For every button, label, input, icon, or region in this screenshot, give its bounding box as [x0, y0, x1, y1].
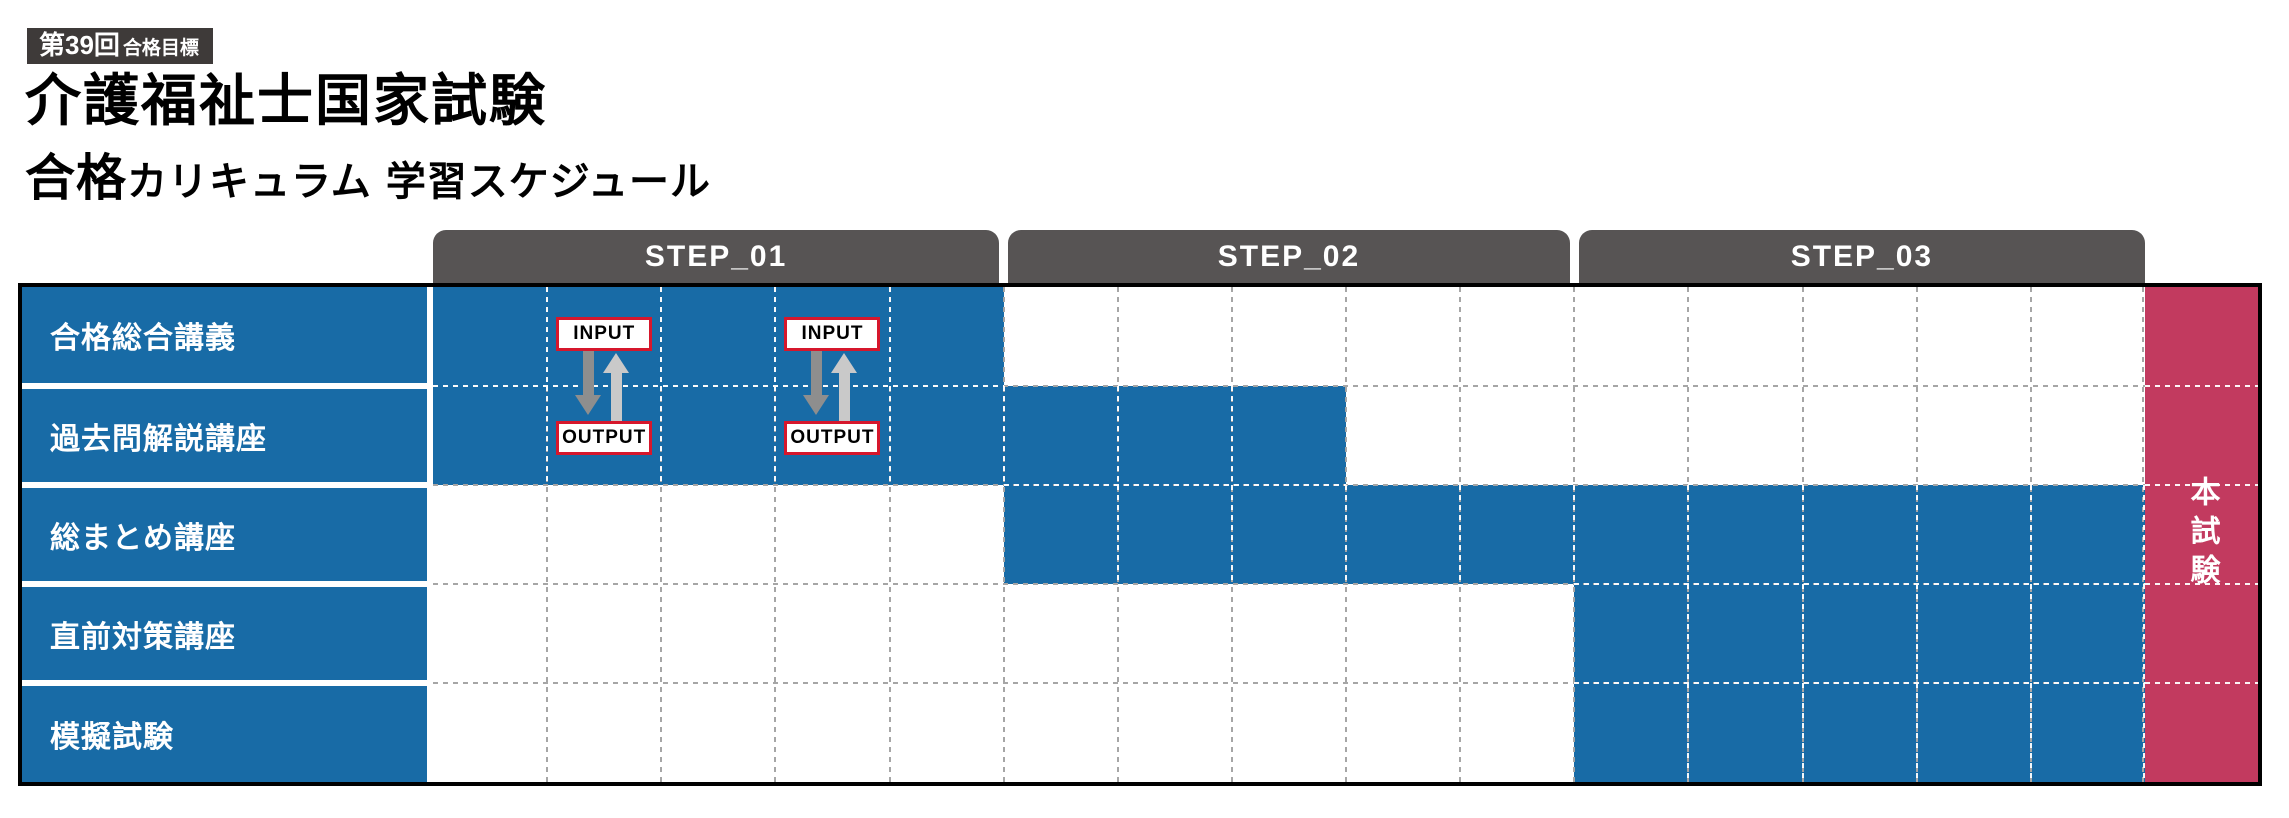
- bar-vline-white: [1687, 485, 1690, 584]
- grid-hline: [433, 385, 2145, 387]
- bar-vline-white: [2143, 485, 2145, 584]
- gantt-bar: [1574, 683, 2145, 782]
- page-subtitle: 合格 カリキュラム 学習スケジュール: [25, 138, 711, 210]
- grid-hline: [433, 682, 2145, 684]
- input-label: INPUT: [573, 323, 636, 344]
- schedule-table: 合格総合講義 過去問解説講座 総まとめ講座 直前対策講座 模擬試験 INPUT O…: [18, 283, 2262, 786]
- grid-vline: [888, 287, 891, 782]
- step-tab-3-label: STEP_03: [1790, 239, 1934, 273]
- output-box: OUTPUT: [784, 421, 881, 455]
- exam-hline-white: [2145, 385, 2258, 387]
- bar-vline-white: [1801, 584, 1804, 683]
- bar-vline-white: [660, 386, 663, 485]
- step-tab-1: STEP_01: [433, 230, 1000, 283]
- output-box: OUTPUT: [556, 421, 653, 455]
- input-label: INPUT: [801, 323, 864, 344]
- down-arrow-shaft: [810, 351, 822, 397]
- grid-vline: [660, 287, 663, 782]
- bar-vline-white: [1002, 386, 1005, 485]
- course-label-cell: 過去問解説講座: [22, 389, 427, 482]
- exam-hline-white: [2145, 682, 2258, 684]
- course-label: 総まとめ講座: [50, 521, 236, 555]
- up-arrow-shaft: [838, 371, 850, 421]
- bar-vline-white: [2029, 683, 2032, 782]
- down-arrow-head: [803, 395, 830, 415]
- grid-hline: [433, 583, 2145, 585]
- bar-vline-white: [1116, 386, 1119, 485]
- up-arrow-head: [603, 353, 630, 373]
- bar-vline-white: [774, 287, 777, 386]
- badge-round-label: 第39回: [39, 30, 120, 60]
- course-label: 直前対策講座: [50, 620, 236, 654]
- gantt-bar: [433, 287, 1004, 386]
- bar-vline-white: [1116, 485, 1119, 584]
- bar-vline-white: [660, 287, 663, 386]
- bar-vline-white: [1230, 485, 1233, 584]
- bar-vline-white: [774, 386, 777, 485]
- bar-vline-white: [1345, 485, 1348, 584]
- step-tab-3: STEP_03: [1578, 230, 2145, 283]
- step-tab-2: STEP_02: [1008, 230, 1570, 283]
- output-label: OUTPUT: [562, 427, 647, 448]
- bar-vline-white: [2029, 584, 2032, 683]
- bar-vline-white: [2143, 683, 2145, 782]
- bar-vline-white: [1801, 485, 1804, 584]
- bar-vline-white: [1573, 485, 1576, 584]
- subtitle-tail: 学習スケジュール: [385, 160, 712, 204]
- exam-column-label: 本試験: [2185, 476, 2219, 593]
- bar-vline-white: [1230, 386, 1233, 485]
- bar-hline-white: [1003, 484, 1347, 486]
- course-label: 模擬試験: [50, 721, 174, 754]
- bar-vline-white: [546, 386, 549, 485]
- bar-vline-white: [2143, 584, 2145, 683]
- course-label-cell: 模擬試験: [22, 686, 427, 782]
- page-title: 介護福祉士国家試験: [25, 69, 547, 132]
- input-box: INPUT: [556, 317, 653, 351]
- step-header-row: STEP_01 STEP_02 STEP_03: [433, 230, 2145, 283]
- bar-vline-white: [1801, 683, 1804, 782]
- course-label: 過去問解説講座: [50, 422, 267, 456]
- bar-vline-white: [1687, 584, 1690, 683]
- up-arrow-shaft: [610, 371, 622, 421]
- bar-vline-white: [1915, 584, 1918, 683]
- grid-vline: [774, 287, 777, 782]
- grid-vline: [1002, 287, 1005, 782]
- bar-vline-white: [1915, 485, 1918, 584]
- down-arrow-head: [575, 395, 602, 415]
- subtitle-emphasis: 合格: [25, 150, 127, 206]
- bar-vline-white: [888, 386, 891, 485]
- bar-hline-white: [1574, 682, 2145, 684]
- step-tab-1-label: STEP_01: [644, 239, 788, 273]
- bar-vline-white: [1915, 683, 1918, 782]
- down-arrow-shaft: [582, 351, 594, 397]
- badge-goal-label: 合格目標: [122, 38, 199, 59]
- subtitle-mid: カリキュラム: [127, 160, 372, 204]
- grid-vline: [546, 287, 549, 782]
- bar-vline-white: [1687, 683, 1690, 782]
- course-label-cell: 合格総合講義: [22, 287, 427, 383]
- step-tab-2-label: STEP_02: [1217, 239, 1361, 273]
- bar-vline-white: [1459, 485, 1462, 584]
- exam-hline-white: [2145, 583, 2258, 585]
- input-box: INPUT: [784, 317, 881, 351]
- course-label-cell: 総まとめ講座: [22, 488, 427, 581]
- bar-hline-white: [1574, 583, 2145, 585]
- exam-column: 本試験: [2145, 287, 2258, 782]
- schedule-grid: INPUT OUTPUT INPUT OUTPUT: [433, 287, 2145, 782]
- course-label: 合格総合講義: [50, 322, 236, 355]
- release-badge: 第39回 合格目標: [27, 28, 213, 64]
- course-label-cell: 直前対策講座: [22, 587, 427, 680]
- bar-hline-white: [433, 385, 1004, 387]
- output-label: OUTPUT: [790, 427, 875, 448]
- bar-vline-white: [546, 287, 549, 386]
- gantt-bar: [1574, 584, 2145, 683]
- bar-vline-white: [2029, 485, 2032, 584]
- exam-hline-white: [2145, 484, 2258, 486]
- up-arrow-head: [831, 353, 858, 373]
- course-label-column: 合格総合講義 過去問解説講座 総まとめ講座 直前対策講座 模擬試験: [22, 287, 427, 782]
- bar-vline-white: [888, 287, 891, 386]
